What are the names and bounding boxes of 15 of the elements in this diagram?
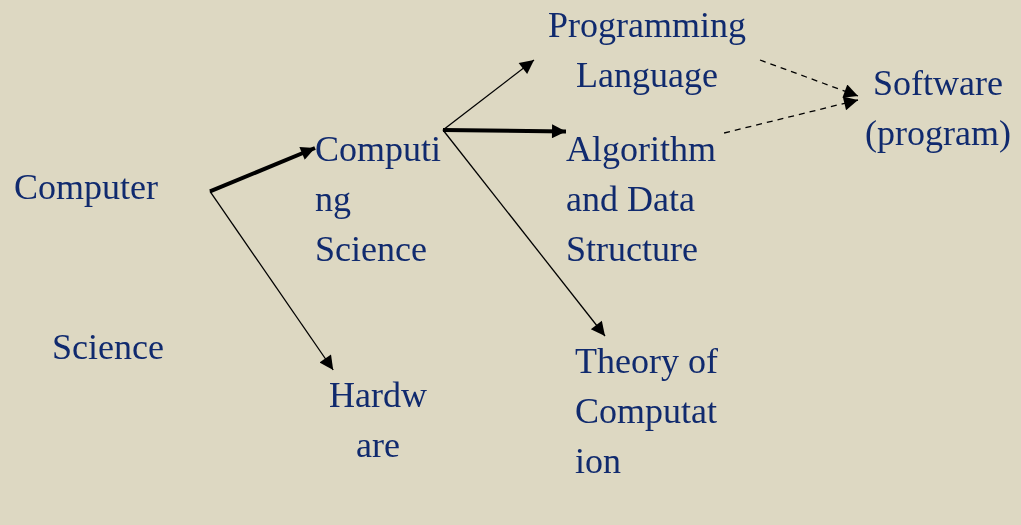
dashed-arrow bbox=[759, 59, 859, 98]
node-label: Theory of Computation bbox=[575, 340, 719, 483]
node-label: Programming Language bbox=[547, 4, 747, 97]
thick-arrow bbox=[442, 124, 567, 139]
node-label: Software (program) bbox=[864, 62, 1012, 155]
node-label: Hardware bbox=[328, 374, 428, 467]
dashed-arrow bbox=[723, 96, 859, 134]
node-label: Computing Science bbox=[315, 128, 443, 271]
node-label: Algorithm and Data Structure bbox=[566, 128, 717, 271]
node-label: Science bbox=[52, 326, 164, 369]
thick-arrow bbox=[209, 146, 316, 194]
node-label: Computer bbox=[14, 166, 158, 209]
arrow bbox=[442, 59, 535, 131]
arrow bbox=[442, 129, 606, 337]
arrow bbox=[209, 190, 334, 371]
